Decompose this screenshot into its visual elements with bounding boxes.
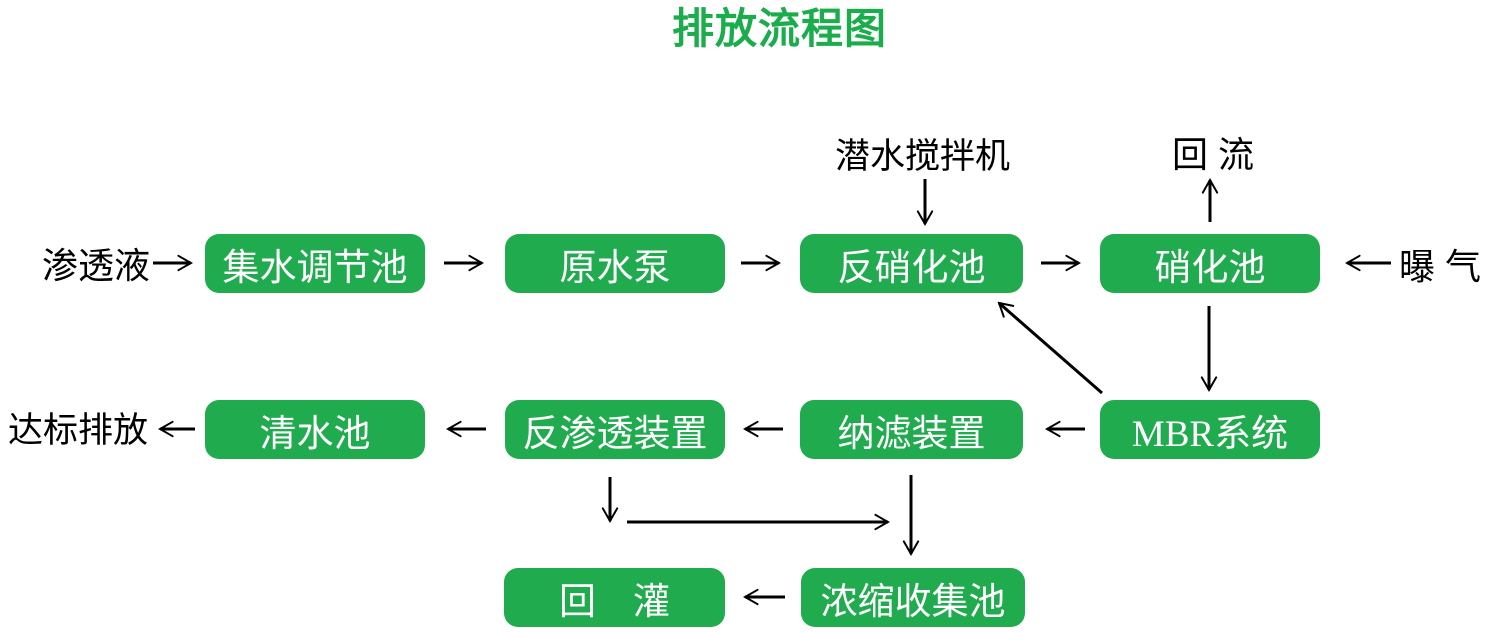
node-collection-tank: 集水调节池 xyxy=(205,234,425,293)
node-nitrification-tank: 硝化池 xyxy=(1100,234,1320,293)
node-concentrate-tank: 浓缩收集池 xyxy=(801,568,1025,627)
node-reinjection: 回 灌 xyxy=(504,568,725,627)
label-influent: 渗透液 xyxy=(42,245,151,286)
label-reflux: 回 流 xyxy=(1172,134,1255,175)
label-discharge: 达标排放 xyxy=(8,411,149,450)
diagram-title: 排放流程图 xyxy=(672,5,888,52)
label-submersible-mixer: 潜水搅拌机 xyxy=(835,137,1011,176)
arrow-mbr-to-denitrification-return xyxy=(997,301,1103,395)
node-denitrification-tank: 反硝化池 xyxy=(800,234,1023,293)
node-reverse-osmosis: 反渗透装置 xyxy=(505,400,725,459)
label-aeration: 曝 气 xyxy=(1399,246,1482,287)
node-nanofiltration: 纳滤装置 xyxy=(800,400,1023,459)
node-clean-water-tank: 清水池 xyxy=(205,400,425,459)
node-raw-water-pump: 原水泵 xyxy=(505,234,725,293)
node-mbr-system: MBR系统 xyxy=(1100,400,1320,459)
